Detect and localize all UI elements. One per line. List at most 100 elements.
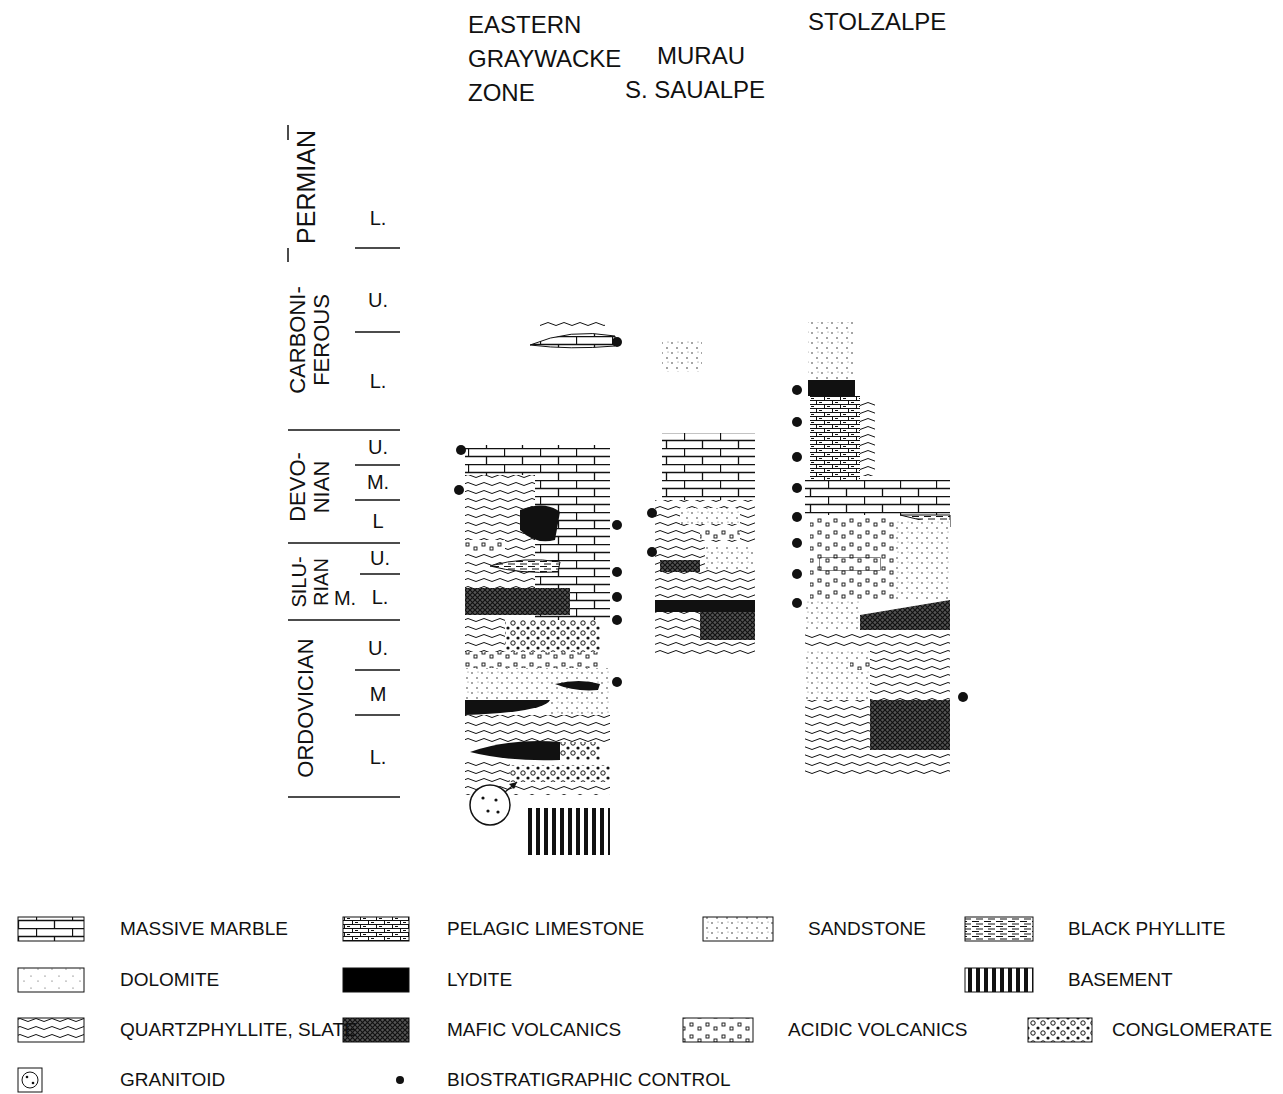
drawing-part	[805, 650, 870, 700]
legend-text: BASEMENT	[1068, 969, 1173, 991]
drawing-part	[26, 1076, 29, 1079]
drawing-part	[288, 796, 400, 798]
drawing-part	[662, 433, 755, 500]
drawing-part	[647, 508, 657, 518]
drawing-part	[792, 452, 802, 462]
legend-text: BIOSTRATIGRAPHIC CONTROL	[447, 1069, 731, 1091]
drawing-part	[465, 652, 600, 668]
drawing-part	[808, 380, 855, 396]
legend-text: GRANITOID	[120, 1069, 225, 1091]
drawing-part	[612, 337, 622, 347]
drawing-part	[792, 512, 802, 522]
graywacke-column	[465, 318, 615, 855]
drawing-part	[18, 1068, 42, 1092]
drawing-part	[683, 1018, 753, 1042]
drawing-part	[18, 917, 84, 941]
drawing-part	[396, 1076, 404, 1084]
drawing-part	[509, 782, 517, 789]
epoch-label: U.	[368, 436, 388, 459]
period-label: PERMIAN	[292, 130, 321, 244]
period-label: SILU- RIAN	[288, 556, 332, 607]
drawing-part	[355, 669, 400, 671]
drawing-part	[505, 782, 517, 792]
drawing-part	[820, 558, 880, 570]
drawing-part	[486, 809, 489, 812]
murau-column	[655, 340, 755, 655]
drawing-part	[287, 125, 289, 140]
drawing-part	[700, 612, 755, 640]
drawing-part	[510, 782, 610, 795]
drawing-part	[647, 547, 657, 557]
drawing-part	[680, 508, 740, 524]
drawing-part	[288, 429, 400, 431]
epoch-label: L	[372, 510, 383, 533]
drawing-part	[965, 917, 1033, 941]
drawing-part	[470, 785, 510, 825]
drawing-part	[465, 445, 610, 475]
legend-text: MASSIVE MARBLE	[120, 918, 288, 940]
drawing-part	[703, 917, 773, 941]
drawing-part	[287, 248, 289, 262]
drawing-part	[465, 540, 505, 552]
drawing-part	[662, 340, 702, 372]
stolzalpe-column	[805, 322, 950, 775]
legend-swatch	[343, 968, 409, 992]
drawing-part	[490, 560, 560, 573]
legend-text: PELAGIC LIMESTONE	[447, 918, 644, 940]
legend-text: DOLOMITE	[120, 969, 219, 991]
drawing-part	[288, 542, 400, 544]
drawing-part	[792, 417, 802, 427]
drawing-part	[1028, 1018, 1092, 1042]
drawing-part	[820, 558, 880, 570]
drawing-part	[18, 1018, 84, 1042]
legend-text: QUARTZPHYLLITE, SLATE	[120, 1019, 357, 1041]
legend-color-swatches	[343, 968, 409, 992]
legend-text: MAFIC VOLCANICS	[447, 1019, 621, 1041]
column-heading: S. SAUALPE	[625, 76, 765, 104]
drawing-part	[860, 600, 950, 630]
drawing-part	[560, 742, 600, 760]
epoch-label: L.	[370, 746, 387, 769]
drawing-part	[505, 620, 600, 652]
drawing-part	[18, 968, 84, 992]
drawing-part	[612, 592, 622, 602]
drawing-part	[810, 515, 895, 600]
biostratigraphic-dots	[454, 337, 968, 702]
legend-text: LYDITE	[447, 969, 512, 991]
drawing-part	[655, 612, 700, 655]
epoch-label: U.	[368, 637, 388, 660]
drawing-part	[288, 619, 400, 621]
drawing-part	[470, 741, 560, 760]
drawing-part	[465, 715, 610, 742]
column-heading: MURAU	[657, 42, 745, 70]
drawing-part	[355, 247, 400, 249]
drawing-part	[612, 567, 622, 577]
period-label: ORDOVICIAN	[293, 638, 318, 777]
drawing-part	[465, 615, 505, 652]
epoch-label: M.	[367, 471, 389, 494]
column-heading: STOLZALPE	[808, 8, 946, 36]
drawing-part	[808, 322, 855, 380]
epoch-label: M.	[334, 587, 356, 610]
epoch-label: L.	[370, 370, 387, 393]
drawing-part	[32, 1082, 35, 1085]
drawing-part	[465, 668, 610, 700]
drawing-part	[612, 615, 622, 625]
drawing-part	[481, 796, 484, 799]
epoch-label: U.	[370, 547, 390, 570]
drawing-part	[520, 505, 560, 541]
drawing-part	[958, 692, 968, 702]
drawing-part	[555, 681, 600, 690]
column-heading: EASTERN GRAYWACKE ZONE	[468, 8, 621, 110]
legend-swatches	[18, 917, 1092, 1092]
drawing-part	[870, 750, 950, 775]
drawing-part	[660, 560, 700, 572]
drawing-part	[355, 331, 400, 333]
drawing-part	[465, 588, 570, 615]
drawing-part	[870, 700, 950, 750]
drawing-part	[792, 538, 802, 548]
drawing-part	[530, 333, 615, 347]
drawing-part	[965, 968, 1033, 992]
drawing-part	[355, 464, 400, 466]
drawing-part	[540, 318, 605, 330]
